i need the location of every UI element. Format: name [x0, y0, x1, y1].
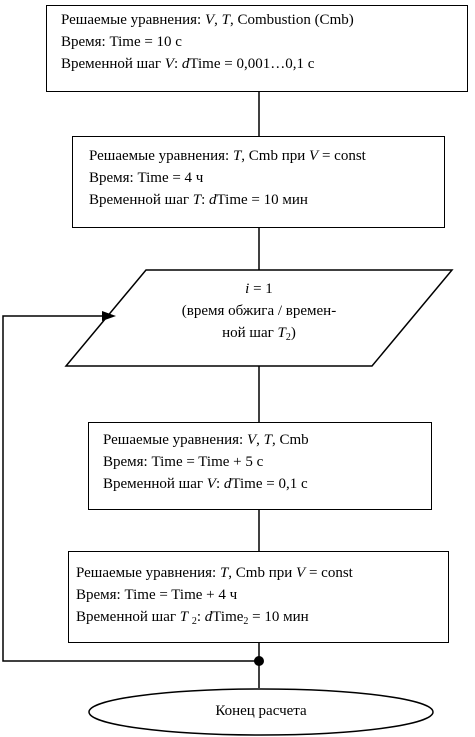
block-1-line-1: Решаемые уравнения: V, T, Combustion (Cm… — [61, 12, 354, 28]
end-terminator: Конец расчета — [88, 688, 434, 735]
loop-parallelogram — [64, 269, 454, 367]
junction-dot — [254, 656, 264, 666]
process-block-4: Решаемые уравнения: T, Cmb при V = const… — [68, 551, 449, 643]
loop-line-2: (время обжига / времен- — [181, 303, 337, 319]
loop-text: i = 1 (время обжига / времен- ной шаг T2… — [66, 278, 452, 344]
process-block-2: Решаемые уравнения: T, Cmb при V = const… — [72, 136, 445, 228]
end-label: Конец расчета — [215, 703, 307, 719]
block-2-line-3: Временной шаг T: dTime = 10 мин — [89, 192, 308, 208]
process-block-1: Решаемые уравнения: V, T, Combustion (Cm… — [46, 5, 468, 92]
process-block-3: Решаемые уравнения: V, T, Cmb Время: Tim… — [88, 422, 432, 510]
block-3-line-3: Временной шаг V: dTime = 0,1 с — [103, 476, 308, 492]
block-1-line-3: Временной шаг V: dTime = 0,001…0,1 с — [61, 56, 315, 72]
block-1-line-2: Время: Time = 10 с — [61, 34, 182, 50]
block-4-line-2: Время: Time = Time + 4 ч — [76, 587, 238, 603]
block-4-line-1: Решаемые уравнения: T, Cmb при V = const — [76, 565, 353, 581]
block-3-line-2: Время: Time = Time + 5 с — [103, 454, 264, 470]
loop-back-line — [2, 315, 259, 662]
block-2-line-2: Время: Time = 4 ч — [89, 170, 204, 186]
block-3-line-1: Решаемые уравнения: V, T, Cmb — [103, 432, 309, 448]
block-2-line-1: Решаемые уравнения: T, Cmb при V = const — [89, 148, 366, 164]
loop-line-3: ной шаг T2) — [222, 325, 296, 343]
block-4-line-3: Временной шаг T 2: dTime2 = 10 мин — [76, 609, 309, 627]
end-terminator-shape — [88, 688, 434, 736]
loop-line-1: i = 1 — [245, 281, 273, 297]
loop-arrowhead — [102, 311, 116, 321]
loop-block: i = 1 (время обжига / времен- ной шаг T2… — [66, 270, 452, 366]
